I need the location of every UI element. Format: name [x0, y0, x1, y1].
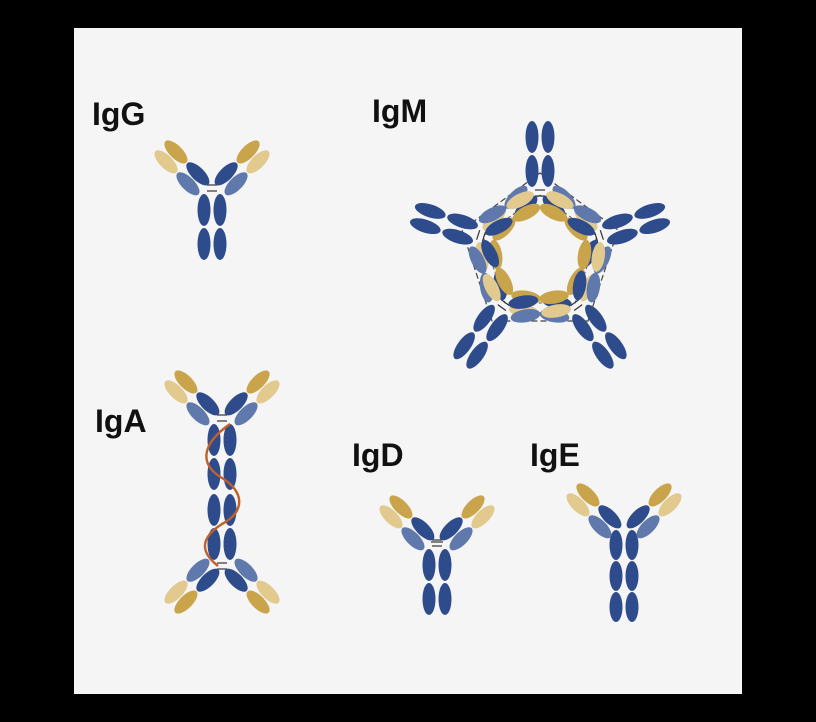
igg-label: IgG	[92, 96, 145, 132]
iga-label: IgA	[95, 403, 147, 439]
iga-dimer	[160, 366, 284, 618]
igm-inner-ring	[482, 194, 598, 304]
secretory-component	[203, 423, 241, 567]
ige-label: IgE	[530, 437, 580, 473]
igm-label: IgM	[372, 93, 427, 129]
igd-label: IgD	[352, 437, 404, 473]
igd-antibody	[375, 491, 499, 616]
igm-disulfide-ring	[461, 172, 619, 322]
igm-pentamer	[393, 120, 687, 400]
